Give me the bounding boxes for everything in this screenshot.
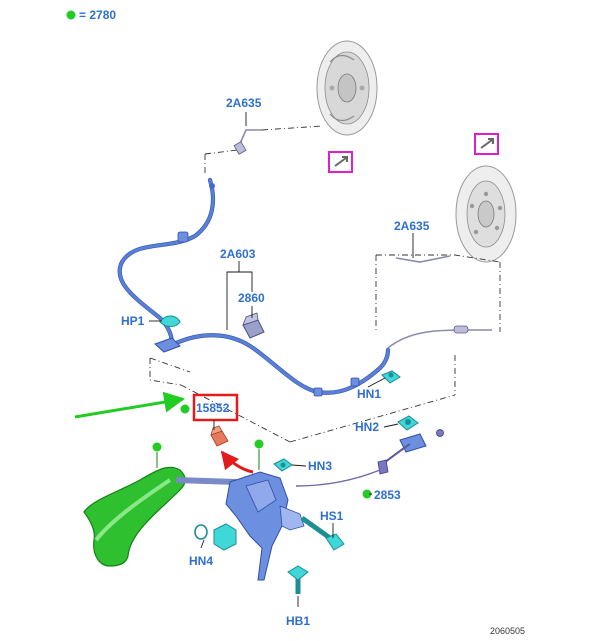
part-labels: 2A635 2A635 2A603 2860 HP1 HN1 HN2 HN3 H… [121,96,525,636]
part-15852-highlight [192,393,239,422]
label-hn2: HN2 [355,420,379,434]
legend: = 2780 [66,8,116,22]
view-arrow-icon[interactable] [474,133,499,155]
nut-hn3 [273,458,293,472]
nut-hn2 [397,415,419,431]
parking-brake-lever [83,442,237,567]
label-2a635-left: 2A635 [226,96,262,110]
nut-hn4 [194,523,237,551]
label-hp1: HP1 [121,314,145,328]
label-2860: 2860 [238,291,265,305]
right-brake-drum [455,165,517,263]
label-hs1: HS1 [320,509,344,523]
legend-dot [66,10,76,20]
parking-brake-switch [210,425,254,474]
label-2853: 2853 [374,488,401,502]
view-arrow-icon[interactable] [328,151,353,173]
legend-text: = 2780 [79,8,116,22]
left-rear-cable [233,129,262,155]
label-hn1: HN1 [357,387,381,401]
nut-hn1 [381,370,401,384]
left-brake-backing-plate [316,40,378,136]
leader-lines [149,112,414,607]
bolt-hb1 [287,565,309,594]
clip-hp1 [154,315,181,353]
pointer-arrow [74,391,186,419]
label-2a635-right: 2A635 [394,219,430,233]
green-dot-15852 [180,404,190,414]
label-hn3: HN3 [308,459,332,473]
construction-lines [149,125,501,443]
label-2a603: 2A603 [220,247,256,261]
clip-2860 [242,312,265,339]
figure-number: 2060505 [490,626,525,636]
main-front-cable [117,177,391,397]
label-hb1: HB1 [286,614,310,628]
lever-bracket [225,439,305,581]
right-rear-cable [387,255,492,349]
label-hn4: HN4 [189,554,213,568]
adjuster-2853 [295,429,444,499]
label-15852: 15852 [196,401,230,415]
